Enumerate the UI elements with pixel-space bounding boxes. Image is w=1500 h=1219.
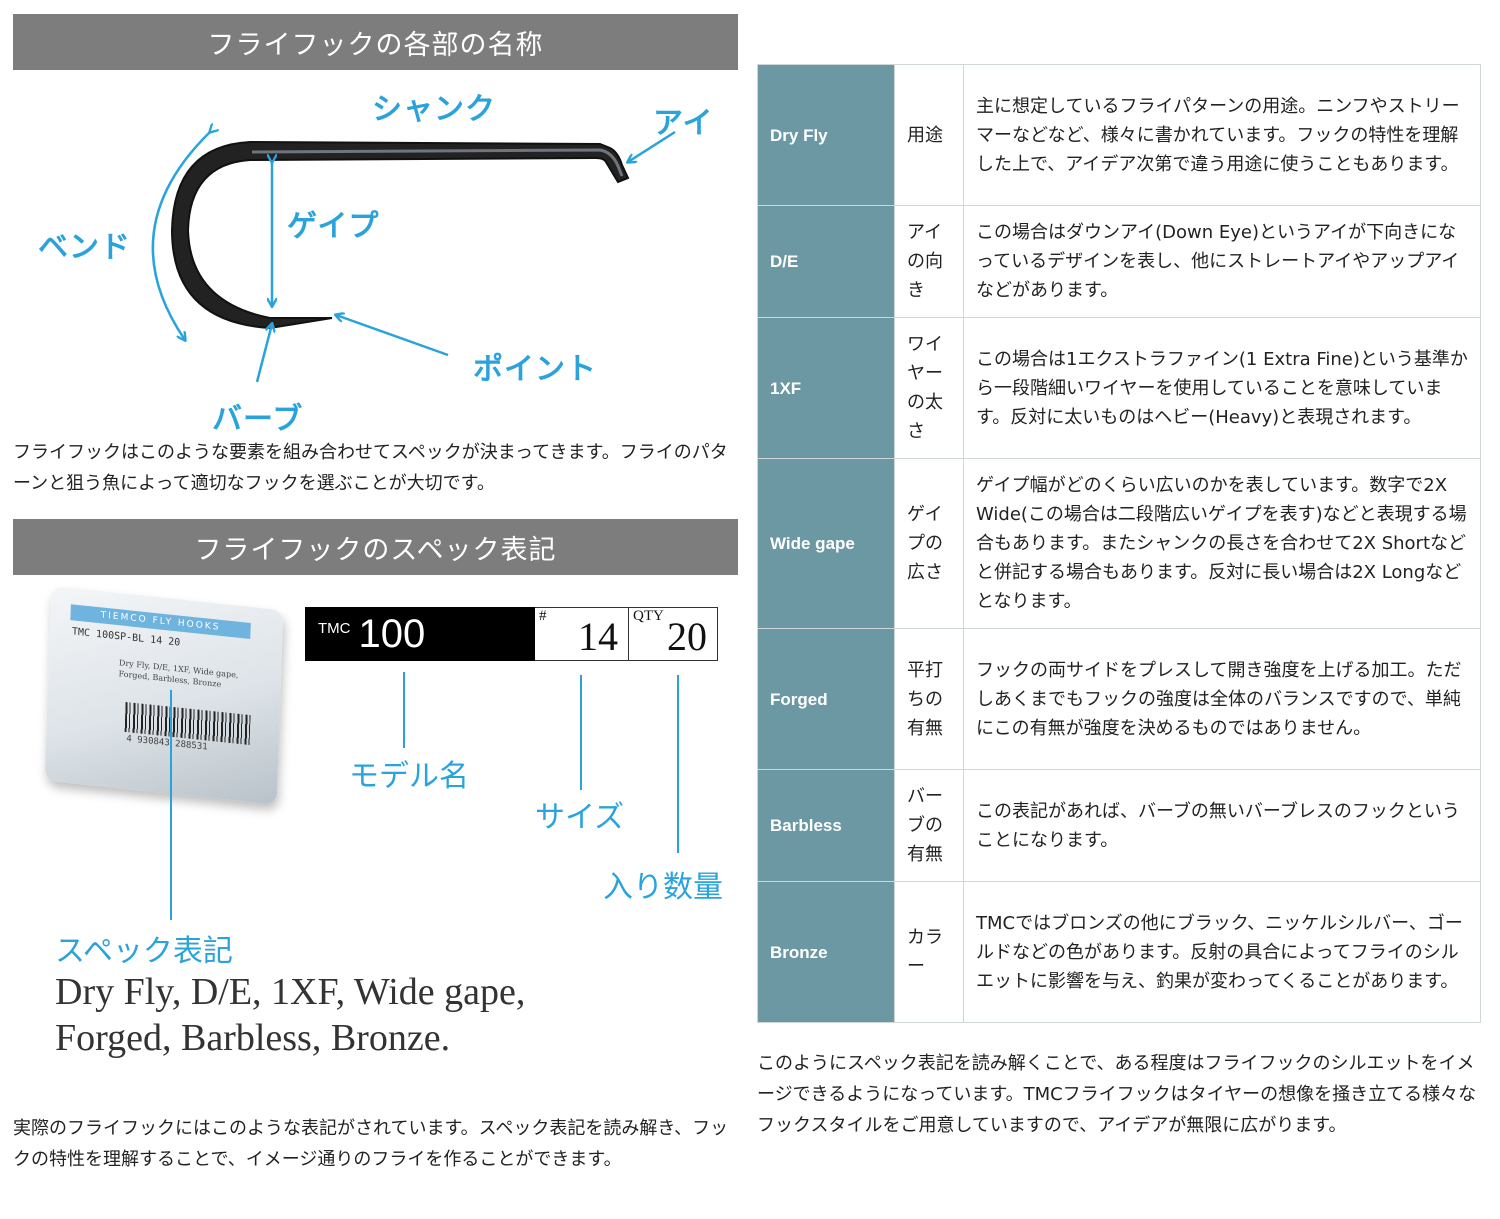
spec-description: この場合は1エクストラファイン(1 Extra Fine)という基準から一段階細… [963, 317, 1481, 459]
product-box-image: TIEMCO FLY HOOKS TMC 100SP-BL 14 20 Dry … [44, 586, 284, 805]
spec-description: TMCではブロンズの他にブラック、ニッケルシルバー、ゴールドなどの色があります。… [963, 881, 1481, 1023]
label-bend: ベンド [38, 230, 131, 265]
label-size: サイズ [535, 800, 625, 835]
spec-meaning: 用途 [894, 64, 964, 206]
spec-code: Barbless [757, 769, 895, 882]
strip-size: 14 [578, 614, 618, 659]
spec-meaning: アイの向き [894, 205, 964, 318]
strip-qty-key: QTY [633, 608, 664, 624]
spec-code: Dry Fly [757, 64, 895, 206]
table-row: Dry Fly 用途 主に想定しているフライパターンの用途。ニンフやストリーマー… [757, 64, 1481, 206]
hook-diagram [151, 70, 676, 383]
spec-description: ゲイプ幅がどのくらい広いのかを表しています。数字で2X Wide(この場合は二段… [963, 458, 1481, 629]
label-strip: TMC 100 # 14 QTY 20 [305, 607, 718, 661]
spec-code: Bronze [757, 881, 895, 1023]
strip-brand: TMC [318, 620, 351, 637]
label-shank: シャンク [372, 92, 496, 127]
spec-code: Forged [757, 628, 895, 770]
qty-leader-line [677, 675, 679, 853]
spec-leader-line [170, 690, 172, 920]
model-leader-line [403, 672, 405, 748]
spec-description: この場合はダウンアイ(Down Eye)というアイが下向きになっているデザインを… [963, 205, 1481, 318]
strip-model: 100 [358, 611, 426, 656]
spec-description: この表記があれば、バーブの無いバーブレスのフックということになります。 [963, 769, 1481, 882]
strip-model-cell: TMC 100 [305, 607, 535, 661]
table-row: Barbless バーブの有無 この表記があれば、バーブの無いバーブレスのフック… [757, 769, 1481, 882]
spec-notation-caption: 実際のフライフックにはこのような表記がされています。スペック表記を読み解き、フッ… [13, 1118, 729, 1170]
table-row: Wide gape ゲイプの広さ ゲイプ幅がどのくらい広いのかを表しています。数… [757, 458, 1481, 629]
table-row: 1XF ワイヤーの太さ この場合は1エクストラファイン(1 Extra Fine… [757, 317, 1481, 459]
strip-qty-cell: QTY 20 [629, 607, 718, 661]
spec-meaning: カラー [894, 881, 964, 1023]
size-leader-line [580, 675, 582, 790]
spec-code: 1XF [757, 317, 895, 459]
label-gape: ゲイプ [287, 209, 380, 244]
spec-description: 主に想定しているフライパターンの用途。ニンフやストリーマーなどなど、様々に書かれ… [963, 64, 1481, 206]
table-row: D/E アイの向き この場合はダウンアイ(Down Eye)というアイが下向きに… [757, 205, 1481, 318]
strip-qty: 20 [667, 614, 707, 659]
hook-anatomy-caption: フライフックはこのような要素を組み合わせてスペックが決まってきます。フライのパタ… [13, 442, 728, 494]
spec-meaning: バーブの有無 [894, 769, 964, 882]
spec-code: D/E [757, 205, 895, 318]
label-eye: アイ [653, 106, 714, 141]
hook-shape [170, 140, 630, 330]
strip-size-key: # [539, 608, 547, 624]
spec-meaning: ワイヤーの太さ [894, 317, 964, 459]
spec-meaning: ゲイプの広さ [894, 458, 964, 629]
box-spec-text: Dry Fly, D/E, 1XF, Wide gape, Forged, Ba… [118, 658, 239, 689]
label-quantity: 入り数量 [603, 870, 723, 905]
label-model-name: モデル名 [349, 759, 469, 794]
section-title: フライフックの各部の名称 [207, 29, 544, 61]
spec-line-1: Dry Fly, D/E, 1XF, Wide gape, [55, 971, 526, 1013]
label-spec-notation: スペック表記 [55, 934, 233, 969]
spec-description: フックの両サイドをプレスして開き強度を上げる加工。ただしあくまでもフックの強度は… [963, 628, 1481, 770]
section-header-hook-anatomy: フライフックの各部の名称 [13, 14, 738, 70]
table-row: Forged 平打ちの有無 フックの両サイドをプレスして開き強度を上げる加工。た… [757, 628, 1481, 770]
label-barb: バーブ [212, 402, 304, 437]
table-row: Bronze カラー TMCではブロンズの他にブラック、ニッケルシルバー、ゴール… [757, 881, 1481, 1023]
label-point: ポイント [473, 352, 597, 387]
closing-paragraph: このようにスペック表記を読み解くことで、ある程度はフライフックのシルエットをイメ… [757, 1053, 1477, 1136]
section-title: フライフックのスペック表記 [194, 534, 557, 566]
spec-line-2: Forged, Barbless, Bronze. [55, 1017, 451, 1059]
spec-code: Wide gape [757, 458, 895, 629]
section-header-spec-notation: フライフックのスペック表記 [13, 519, 738, 575]
strip-size-cell: # 14 [535, 607, 629, 661]
spec-meaning: 平打ちの有無 [894, 628, 964, 770]
spec-table: Dry Fly 用途 主に想定しているフライパターンの用途。ニンフやストリーマー… [757, 64, 1481, 1023]
